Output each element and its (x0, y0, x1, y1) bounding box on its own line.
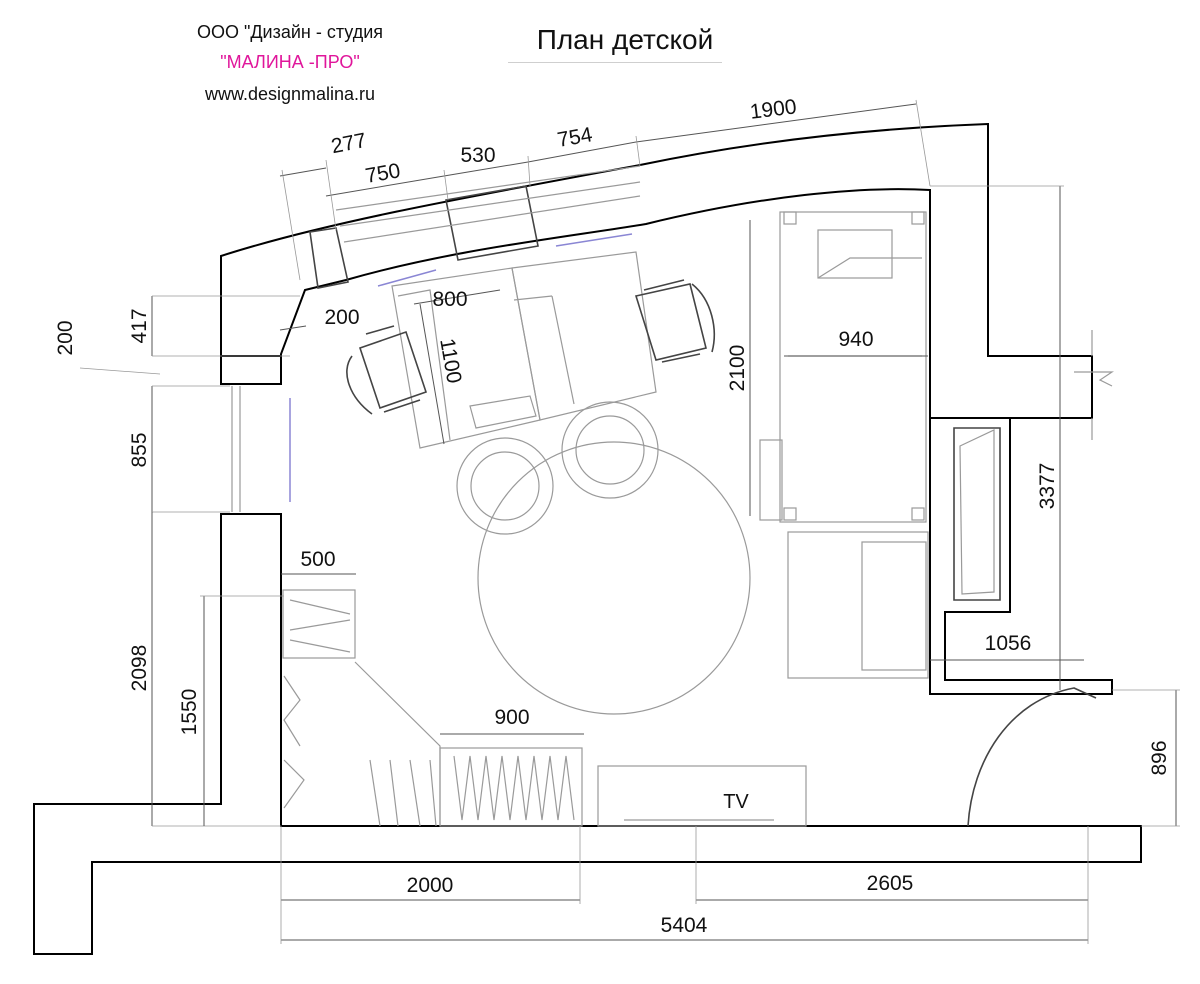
walls (33, 122, 1142, 955)
dim-855: 855 (128, 432, 151, 467)
wardrobe-right (787, 531, 929, 679)
plan-title: План детской (536, 24, 714, 55)
dim-940: 940 (838, 328, 873, 351)
company-brand: "МАЛИНА -ПРО" (220, 52, 360, 72)
dim-200-left: 200 (54, 320, 77, 355)
chair-right (634, 279, 715, 363)
dim-1100: 1100 (435, 337, 465, 385)
dresser (439, 747, 583, 827)
poufs (456, 401, 659, 535)
dim-1550: 1550 (178, 689, 201, 736)
wall-top-curved (220, 122, 1093, 419)
desk-right (511, 251, 657, 421)
niche-shelf (953, 427, 1001, 601)
dim-1900: 1900 (749, 95, 798, 124)
wardrobe-left (282, 589, 441, 827)
dim-417: 417 (128, 308, 151, 343)
dim-277: 277 (329, 129, 368, 158)
dim-200-top: 200 (324, 306, 359, 329)
bed (759, 211, 927, 523)
dim-900: 900 (494, 706, 529, 729)
dim-500: 500 (300, 548, 335, 571)
tv-label: TV (723, 791, 749, 813)
left-window (231, 386, 291, 512)
right-wall-break (1074, 330, 1114, 440)
dim-896: 896 (1148, 740, 1171, 775)
dim-3377: 3377 (1036, 463, 1059, 510)
wall-top-left-corner (220, 355, 282, 385)
dim-1056: 1056 (985, 632, 1032, 655)
dim-2000: 2000 (407, 874, 454, 897)
wall-left-lower (33, 513, 1142, 955)
dim-2605: 2605 (867, 872, 914, 895)
dim-5404: 5404 (661, 914, 708, 937)
top-window (309, 165, 641, 289)
chair-left (346, 325, 428, 415)
company-name: ООО "Дизайн - студия (196, 22, 384, 42)
company-website: www.designmalina.ru (204, 84, 376, 104)
door-swing (967, 687, 1097, 827)
dim-530: 530 (460, 144, 495, 167)
wall-right-niche (929, 417, 1113, 695)
tv-stand (597, 765, 807, 827)
round-rug (477, 441, 751, 715)
dimension-lines (79, 99, 1180, 944)
dim-754: 754 (556, 123, 595, 152)
dim-800: 800 (432, 288, 467, 311)
dim-2098: 2098 (128, 645, 151, 692)
dim-2100: 2100 (726, 345, 749, 392)
title-underline (508, 62, 722, 63)
